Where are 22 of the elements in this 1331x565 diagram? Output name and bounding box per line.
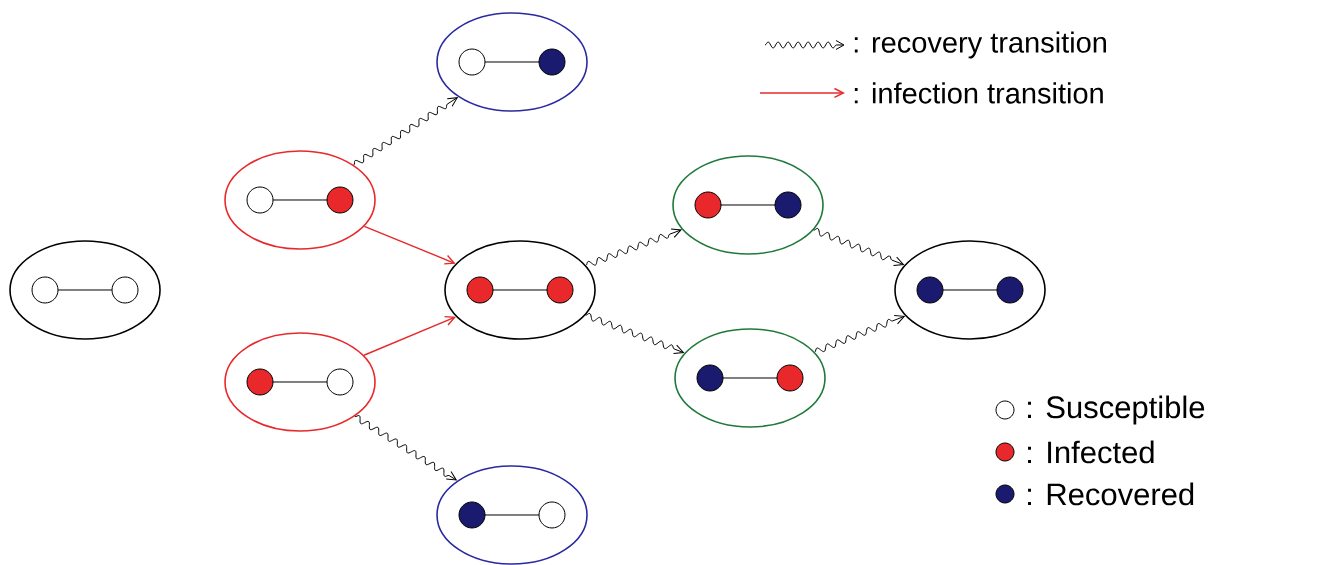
legend-text: : infection transition <box>854 82 1103 104</box>
state-ellipse <box>444 240 596 340</box>
recovery-arrow <box>354 415 457 481</box>
state-ellipse <box>674 328 826 428</box>
infection-arrow <box>363 225 456 265</box>
state-ellipse <box>672 155 824 255</box>
recovery-arrow <box>353 97 458 166</box>
recovery-arrow <box>813 227 904 266</box>
recovery-arrow <box>585 312 684 354</box>
recovery-arrow <box>814 314 905 353</box>
legend-text: : recovery transition <box>854 31 1106 59</box>
infection-arrow <box>363 315 457 356</box>
recovery-arrow <box>585 228 682 266</box>
legend-text: : Susceptible <box>1028 395 1205 425</box>
legend-text: : Recovered <box>1028 482 1194 506</box>
state-ellipse <box>224 150 376 250</box>
state-ellipse <box>9 240 161 340</box>
legend-text: : Infected <box>1028 440 1154 464</box>
state-ellipse <box>224 332 376 432</box>
state-ellipse <box>436 465 588 565</box>
state-ellipse <box>436 12 588 112</box>
state-ellipse <box>894 240 1046 340</box>
